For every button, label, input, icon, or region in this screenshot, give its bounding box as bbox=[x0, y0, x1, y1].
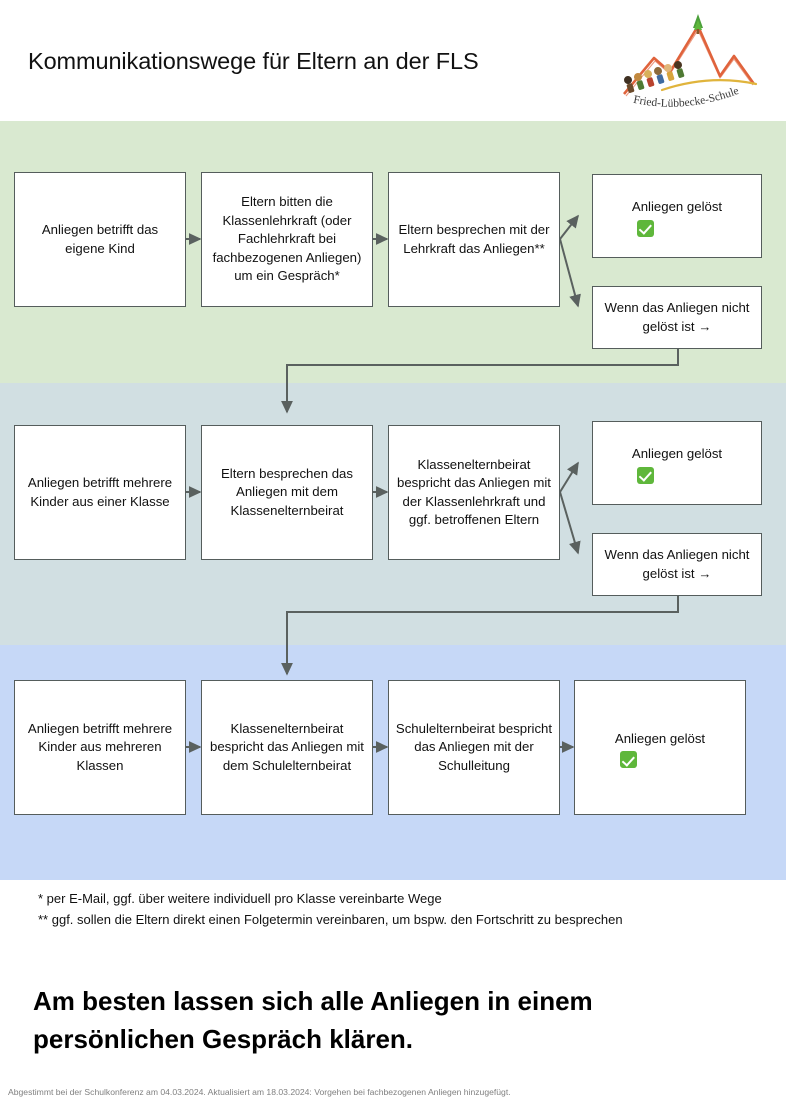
fried-luebbecke-schule-logo: Fried-Lübbecke-Schule bbox=[602, 6, 774, 116]
flow-box-r2b5-unsolved[interactable]: Wenn das Anliegen nicht gelöst ist → bbox=[592, 533, 762, 596]
footnote-double-star: ** ggf. sollen die Eltern direkt einen F… bbox=[38, 912, 623, 927]
flow-box-r3b4-solved[interactable]: Anliegen gelöst bbox=[574, 680, 746, 815]
footer-note: Abgestimmt bei der Schulkonferenz am 04.… bbox=[8, 1087, 511, 1097]
flow-box-label: Klassenelternbeirat bespricht das Anlieg… bbox=[397, 456, 551, 528]
flow-box-r2b3[interactable]: Klassenelternbeirat bespricht das Anlieg… bbox=[388, 425, 560, 560]
flow-box-r1b4-solved[interactable]: Anliegen gelöst bbox=[592, 174, 762, 258]
flow-box-label: Eltern besprechen mit der Lehrkraft das … bbox=[398, 222, 550, 256]
logo-school-name: Fried-Lübbecke-Schule bbox=[632, 85, 740, 110]
header: Kommunikationswege für Eltern an der FLS bbox=[0, 0, 786, 121]
flow-box-label: Schulelternbeirat bespricht das Anliegen… bbox=[395, 720, 553, 773]
check-icon bbox=[619, 751, 637, 769]
flow-box-label: Klassenelternbeirat bespricht das Anlieg… bbox=[210, 720, 364, 773]
flow-box-r2b1[interactable]: Anliegen betrifft mehrere Kinder aus ein… bbox=[14, 425, 186, 560]
footnote-single-star: * per E-Mail, ggf. über weitere individu… bbox=[38, 891, 442, 906]
flow-box-r1b3[interactable]: Eltern besprechen mit der Lehrkraft das … bbox=[388, 172, 560, 307]
slogan-line-2: persönlichen Gespräch klären. bbox=[33, 1024, 414, 1054]
flow-box-label: Wenn das Anliegen nicht gelöst ist → bbox=[604, 300, 750, 334]
flow-box-label: Anliegen gelöst bbox=[614, 730, 706, 746]
flow-box-r3b2[interactable]: Klassenelternbeirat bespricht das Anlieg… bbox=[201, 680, 373, 815]
footnotes: * per E-Mail, ggf. über weitere individu… bbox=[38, 888, 738, 930]
flow-box-label: Wenn das Anliegen nicht gelöst ist → bbox=[604, 547, 750, 581]
flow-box-r1b2[interactable]: Eltern bitten die Klassenlehrkraft (oder… bbox=[201, 172, 373, 307]
svg-text:Fried-Lübbecke-Schule: Fried-Lübbecke-Schule bbox=[632, 85, 740, 110]
flow-box-label: Anliegen betrifft mehrere Kinder aus ein… bbox=[27, 475, 173, 509]
slogan: Am besten lassen sich alle Anliegen in e… bbox=[33, 982, 753, 1058]
flow-box-r3b1[interactable]: Anliegen betrifft mehrere Kinder aus meh… bbox=[14, 680, 186, 815]
page-title: Kommunikationswege für Eltern an der FLS bbox=[28, 48, 479, 74]
check-icon bbox=[636, 219, 654, 237]
flow-box-r3b3[interactable]: Schulelternbeirat bespricht das Anliegen… bbox=[388, 680, 560, 815]
flow-box-label: Anliegen gelöst bbox=[631, 446, 723, 462]
flow-box-label: Eltern bitten die Klassenlehrkraft (oder… bbox=[212, 194, 362, 284]
flow-box-r1b5-unsolved[interactable]: Wenn das Anliegen nicht gelöst ist → bbox=[592, 286, 762, 349]
flow-box-r2b2[interactable]: Eltern besprechen das Anliegen mit dem K… bbox=[201, 425, 373, 560]
flow-box-label: Anliegen betrifft mehrere Kinder aus meh… bbox=[27, 720, 173, 773]
flow-box-label: Anliegen betrifft das eigene Kind bbox=[41, 222, 159, 256]
flow-box-label: Anliegen gelöst bbox=[631, 199, 723, 215]
flow-box-r2b4-solved[interactable]: Anliegen gelöst bbox=[592, 421, 762, 505]
check-icon bbox=[636, 466, 654, 484]
slogan-line-1: Am besten lassen sich alle Anliegen in e… bbox=[33, 986, 593, 1016]
flow-box-label: Eltern besprechen das Anliegen mit dem K… bbox=[221, 465, 353, 518]
flow-box-r1b1[interactable]: Anliegen betrifft das eigene Kind bbox=[14, 172, 186, 307]
